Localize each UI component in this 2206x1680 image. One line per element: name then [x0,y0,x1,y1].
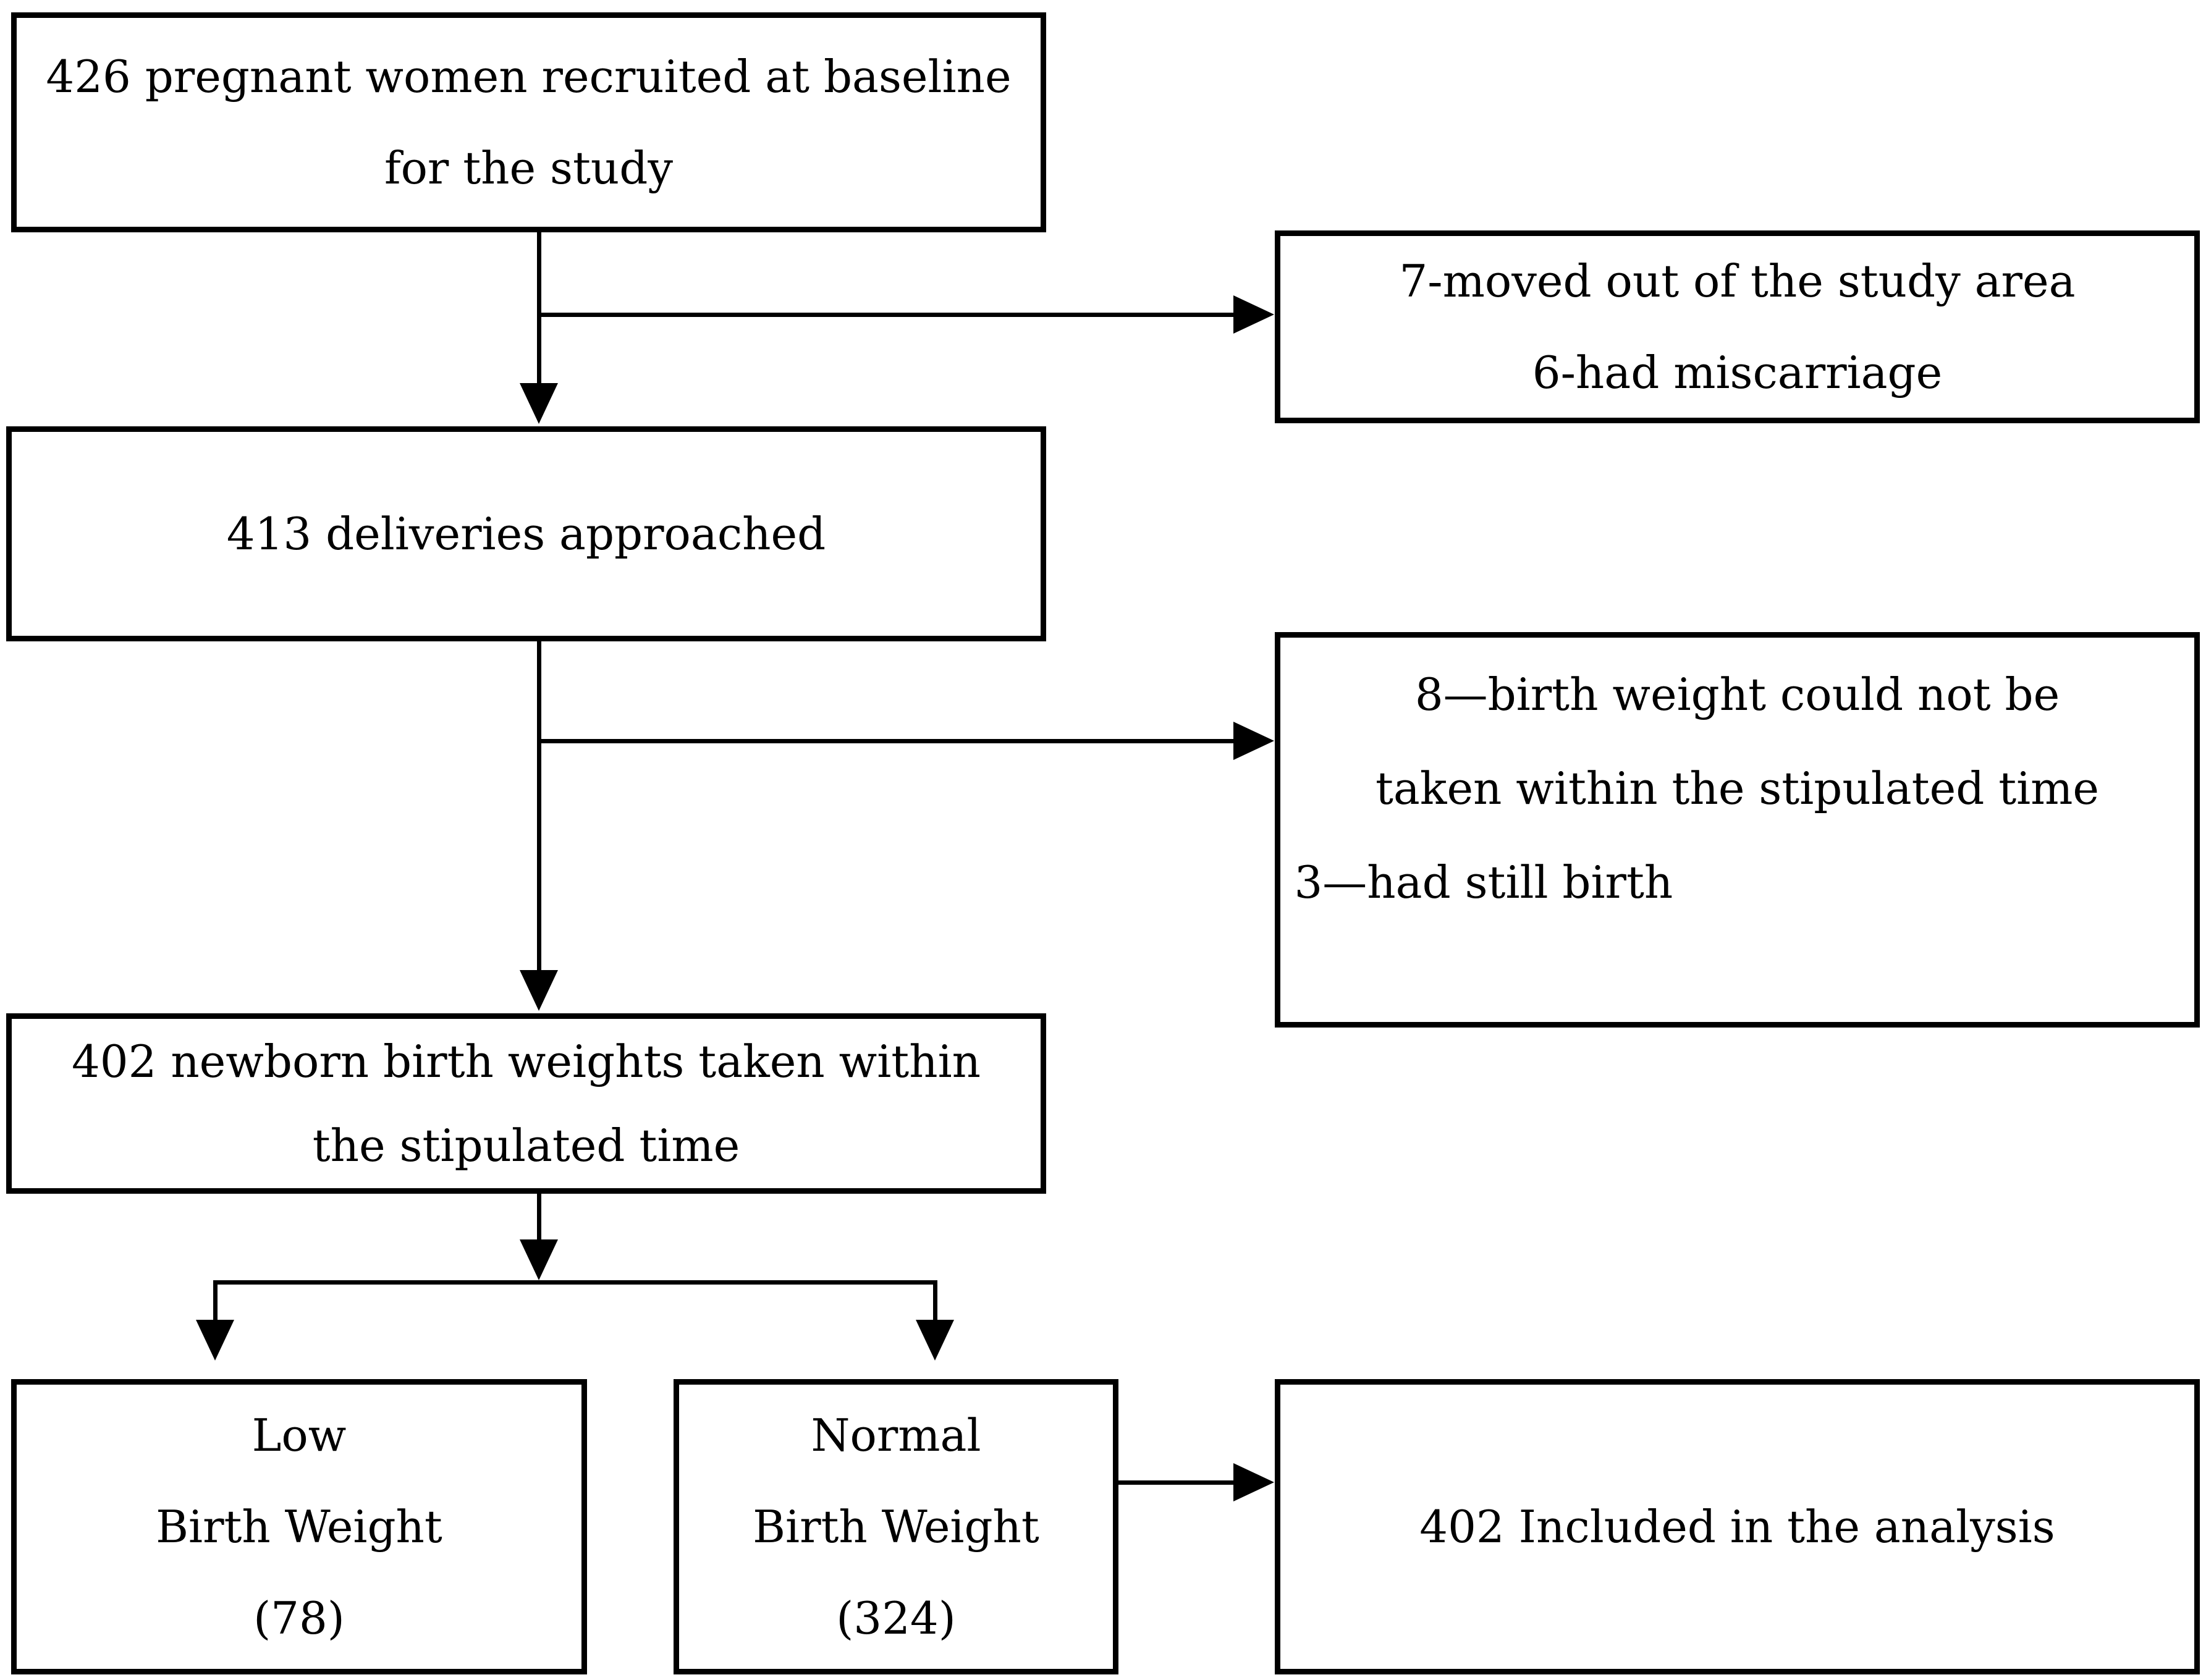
arrowhead-down-deliveries [520,383,558,424]
box-text-line: 3—had still birth [1294,856,1673,908]
box-text-line: for the study [384,142,674,194]
box-birth-weights-taken: 402 newborn birth weights taken within t… [6,1013,1046,1194]
connector-line-to-excluded-baseline [539,313,1236,317]
box-text-line: 7-moved out of the study area [1399,255,2076,307]
box-excluded-at-baseline: 7-moved out of the study area 6-had misc… [1275,230,2200,423]
box-text-line: 402 newborn birth weights taken within [72,1036,981,1087]
box-text-line: (78) [253,1592,345,1644]
box-normal-birth-weight: Normal Birth Weight (324) [674,1379,1118,1674]
box-excluded-at-delivery: 8—birth weight could not be taken within… [1275,632,2200,1028]
box-text-line: 413 deliveries approached [226,508,826,560]
connector-drop-low [213,1280,218,1320]
box-text-line: 6-had miscarriage [1532,347,1943,399]
connector-line-recruited-to-deliveries [537,232,541,386]
connector-line-normal-to-included [1118,1480,1235,1485]
arrowhead-down-weights [520,970,558,1011]
connector-line-weights-to-split [537,1194,541,1241]
arrowhead-down-low [196,1320,234,1361]
arrowhead-right-excluded-baseline [1233,295,1274,334]
box-text-line: Birth Weight [156,1501,442,1553]
connector-drop-normal [933,1280,937,1320]
box-text-line: (324) [836,1592,956,1644]
box-text-line: 402 Included in the analysis [1419,1501,2055,1553]
box-text-line: 8—birth weight could not be [1414,669,2060,720]
box-text-line: Low [251,1409,347,1461]
box-text-line: Birth Weight [753,1501,1039,1553]
arrowhead-right-excluded-delivery [1233,722,1274,760]
box-text-line: taken within the stipulated time [1375,762,2100,814]
arrowhead-down-split [520,1239,558,1280]
box-low-birth-weight: Low Birth Weight (78) [11,1379,587,1674]
arrowhead-right-included [1233,1463,1274,1501]
connector-line-deliveries-to-weights [537,641,541,971]
box-included-in-analysis: 402 Included in the analysis [1275,1379,2200,1674]
box-text-line: the stipulated time [312,1120,740,1171]
connector-line-to-excluded-delivery [539,739,1236,743]
box-text-line: 426 pregnant women recruited at baseline [46,51,1012,103]
box-recruited-baseline: 426 pregnant women recruited at baseline… [11,12,1046,232]
box-text-line: Normal [811,1409,981,1461]
box-deliveries-approached: 413 deliveries approached [6,426,1046,641]
connector-split-bar [213,1280,937,1285]
arrowhead-down-normal [916,1320,954,1361]
